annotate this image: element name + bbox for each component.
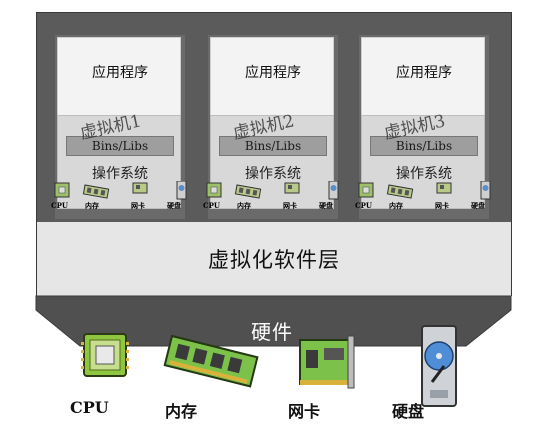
memory-icon bbox=[234, 184, 262, 199]
vm-1-bins-libs: Bins/Libs bbox=[66, 136, 174, 156]
vm-3-disk-label: 硬盘 bbox=[471, 201, 485, 210]
vm-1-memory-label: 内存 bbox=[85, 201, 99, 210]
vm-3-nic-label: 网卡 bbox=[435, 201, 449, 210]
vm-3-os-label: 操作系统 bbox=[396, 166, 452, 182]
vm-2-os-label: 操作系统 bbox=[245, 166, 301, 182]
vm-1-virtual-hardware: CPU 内存 网卡 硬盘 bbox=[51, 180, 191, 215]
cpu-icon bbox=[54, 182, 70, 198]
cpu-icon bbox=[358, 182, 374, 198]
vm-1: 应用程序 Bins/Libs 操作系统 虚拟机1 bbox=[55, 35, 185, 219]
nic-icon bbox=[299, 335, 355, 389]
nic-icon bbox=[284, 182, 300, 194]
hardware-nic-label: 网卡 bbox=[288, 402, 321, 421]
vm-2-bins-libs: Bins/Libs bbox=[219, 136, 327, 156]
hardware-platform bbox=[35, 295, 512, 347]
vm-1-nic-label: 网卡 bbox=[131, 201, 145, 210]
vm-3-cpu-label: CPU bbox=[355, 201, 372, 210]
vm-1-hardware-icons bbox=[54, 180, 187, 200]
vm-2-nic-label: 网卡 bbox=[283, 201, 297, 210]
vm-3-app-label: 应用程序 bbox=[396, 65, 452, 81]
vm-2-app-label: 应用程序 bbox=[245, 65, 301, 81]
vm-host-frame: 应用程序 Bins/Libs 操作系统 虚拟机1 应用程序 Bins/Libs … bbox=[36, 12, 512, 224]
vm-2-os-layer: Bins/Libs 操作系统 bbox=[210, 115, 334, 209]
nic-icon bbox=[436, 182, 452, 194]
cpu-icon bbox=[206, 182, 222, 198]
vm-3-memory-label: 内存 bbox=[389, 201, 403, 210]
vm-1-os-layer: Bins/Libs 操作系统 bbox=[57, 115, 181, 209]
disk-icon bbox=[176, 180, 187, 200]
vm-1-cpu-label: CPU bbox=[51, 201, 68, 210]
hardware-cpu-label: CPU bbox=[70, 398, 109, 417]
vm-3-hardware-icons bbox=[358, 180, 491, 200]
vm-3-os-layer: Bins/Libs 操作系统 bbox=[361, 115, 485, 209]
hardware-memory-label: 内存 bbox=[165, 402, 198, 421]
vm-3-virtual-hardware: CPU 内存 网卡 硬盘 bbox=[355, 180, 495, 215]
vm-2-app-layer: 应用程序 bbox=[210, 37, 334, 117]
memory-icon bbox=[163, 334, 259, 388]
disk-icon bbox=[421, 325, 457, 407]
vm-2-memory-label: 内存 bbox=[237, 201, 251, 210]
vm-1-disk-label: 硬盘 bbox=[167, 201, 181, 210]
disk-icon bbox=[480, 180, 491, 200]
vm-3-bins-libs: Bins/Libs bbox=[370, 136, 478, 156]
hardware-disk-label: 硬盘 bbox=[392, 402, 425, 421]
vm-1-app-label: 应用程序 bbox=[92, 65, 148, 81]
virtualization-layer-label: 虚拟化软件层 bbox=[208, 248, 340, 272]
hardware-label: 硬件 bbox=[251, 320, 293, 344]
memory-icon bbox=[82, 184, 110, 199]
vm-2-hardware-icons bbox=[206, 180, 339, 200]
vm-1-os-label: 操作系统 bbox=[92, 166, 148, 182]
disk-icon bbox=[328, 180, 339, 200]
nic-icon bbox=[132, 182, 148, 194]
memory-icon bbox=[386, 184, 414, 199]
vm-2: 应用程序 Bins/Libs 操作系统 虚拟机2 bbox=[208, 35, 338, 219]
virtualization-layer: 虚拟化软件层 bbox=[36, 222, 512, 296]
vm-2-virtual-hardware: CPU 内存 网卡 硬盘 bbox=[203, 180, 343, 215]
cpu-icon bbox=[81, 333, 129, 377]
vm-3: 应用程序 Bins/Libs 操作系统 虚拟机3 bbox=[359, 35, 489, 219]
vm-2-disk-label: 硬盘 bbox=[319, 201, 333, 210]
vm-2-cpu-label: CPU bbox=[203, 201, 220, 210]
